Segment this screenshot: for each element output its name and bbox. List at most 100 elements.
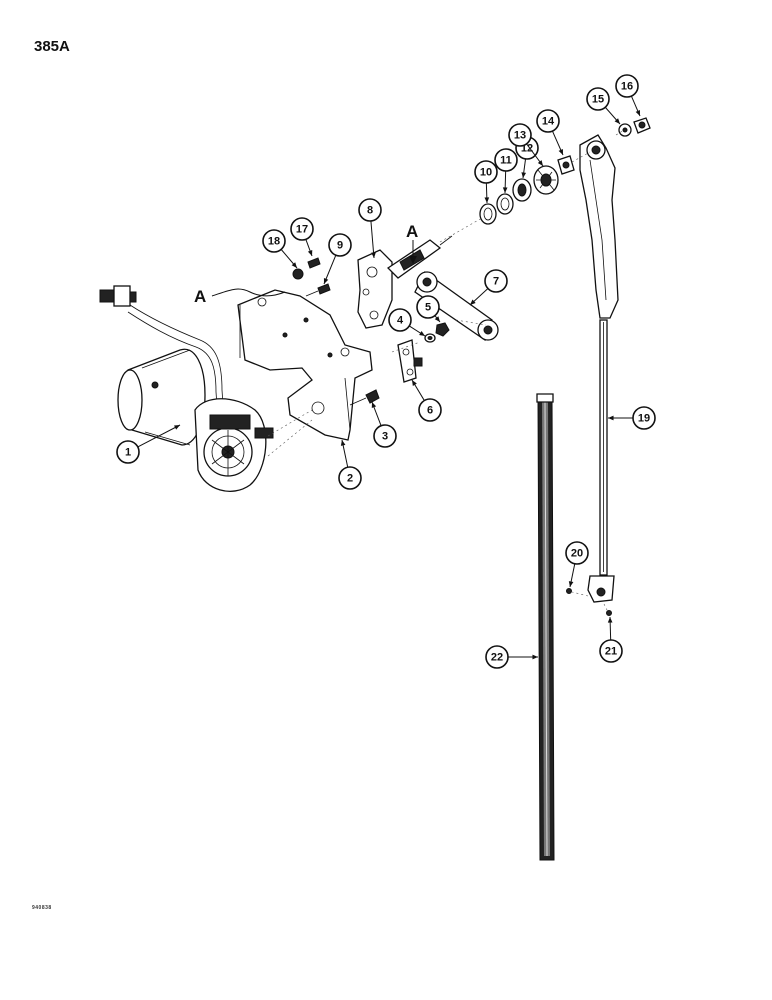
washer-4 — [424, 333, 436, 343]
callout-leader — [137, 424, 181, 448]
callout-17: 17 — [290, 217, 314, 257]
callout-number: 8 — [367, 205, 373, 217]
callout-arrowhead — [521, 172, 527, 178]
callout-2: 2 — [338, 439, 362, 490]
callout-arrowhead — [608, 415, 614, 421]
mounting-bracket — [237, 289, 373, 441]
alignment-lines — [267, 129, 625, 613]
wiring-harness — [99, 285, 225, 421]
washer-11 — [496, 193, 514, 215]
callout-number: 22 — [491, 652, 503, 664]
screw-9 — [305, 283, 331, 297]
callout-number: 3 — [382, 431, 388, 443]
callout-number: 19 — [638, 413, 650, 425]
callout-arrowhead — [635, 110, 640, 116]
callout-10: 10 — [474, 160, 498, 204]
callout-circle — [418, 398, 442, 422]
callout-circle — [474, 160, 498, 184]
washer-15 — [618, 123, 632, 137]
callout-14: 14 — [536, 109, 564, 156]
callout-1: 1 — [116, 424, 181, 464]
callout-number: 7 — [493, 276, 499, 288]
callout-19: 19 — [608, 406, 656, 430]
washer-17 — [307, 257, 321, 269]
callout-number: 9 — [337, 240, 343, 252]
callout-circle — [338, 466, 362, 490]
callout-number: 18 — [268, 236, 280, 248]
callout-arrowhead — [537, 160, 543, 166]
washer-18 — [292, 268, 304, 280]
callout-arrowhead — [484, 197, 490, 203]
callout-3: 3 — [371, 401, 397, 448]
section-letter: A — [406, 222, 418, 241]
callout-number: 16 — [621, 81, 633, 93]
callout-22: 22 — [485, 645, 538, 669]
callout-leader — [370, 220, 375, 259]
callout-18: 18 — [262, 229, 298, 269]
callout-circle — [388, 308, 412, 332]
callout-number: 6 — [427, 405, 433, 417]
page-title: 385A — [34, 38, 70, 55]
callout-16: 16 — [615, 74, 641, 117]
callout-arrowhead — [502, 187, 508, 193]
callout-circle — [484, 269, 508, 293]
cap-14 — [557, 155, 575, 175]
callout-number: 1 — [125, 447, 131, 459]
wiper-motor — [117, 348, 274, 492]
callout-circle — [632, 406, 656, 430]
nut-5 — [435, 322, 450, 337]
callout-arrowhead — [568, 581, 574, 587]
callout-number: 15 — [592, 94, 604, 106]
washer-10 — [479, 203, 497, 225]
callout-21: 21 — [599, 616, 623, 663]
callout-number: 17 — [296, 224, 308, 236]
callout-9: 9 — [323, 233, 352, 285]
callout-circle — [494, 148, 518, 172]
nut-16 — [633, 117, 651, 134]
callout-arrowhead — [340, 440, 346, 446]
electrical-connector — [99, 285, 137, 307]
callout-number: 4 — [397, 315, 404, 327]
callout-circle — [358, 198, 382, 222]
section-marker-a-left: A — [194, 287, 286, 306]
callout-5: 5 — [416, 295, 441, 323]
callout-number: 11 — [500, 155, 512, 167]
callout-number: 21 — [605, 646, 617, 658]
callout-number: 2 — [347, 473, 353, 485]
callout-11: 11 — [494, 148, 518, 194]
callout-circle — [536, 109, 560, 133]
callout-circle — [290, 217, 314, 241]
callout-arrowhead — [558, 149, 563, 155]
callout-6: 6 — [411, 379, 442, 422]
callout-circle — [116, 440, 140, 464]
callout-circle — [262, 229, 286, 253]
callout-arrowhead — [307, 250, 313, 256]
callout-arrowhead — [614, 118, 620, 124]
callout-arrowhead — [371, 252, 376, 258]
callout-circle — [416, 295, 440, 319]
callout-circle — [615, 74, 639, 98]
nut-12 — [512, 178, 532, 202]
callout-8: 8 — [358, 198, 382, 259]
callout-number: 5 — [425, 302, 431, 314]
callout-13: 13 — [508, 123, 544, 167]
callout-circle — [508, 123, 532, 147]
wiper-blade — [536, 393, 555, 861]
callout-arrowhead — [419, 331, 425, 336]
drive-link — [414, 271, 499, 342]
callout-arrowhead — [470, 299, 476, 305]
callout-7: 7 — [469, 269, 508, 306]
bushing-13 — [533, 165, 559, 195]
callout-arrowhead — [434, 316, 440, 322]
wiper-arm — [579, 134, 619, 603]
crank-arm — [397, 339, 423, 383]
callout-20: 20 — [565, 541, 589, 588]
clip-20 — [566, 588, 572, 594]
callout-circle — [565, 541, 589, 565]
callout-number: 10 — [480, 167, 492, 179]
callout-circle — [586, 87, 610, 111]
callout-arrowhead — [323, 278, 329, 284]
callout-circle — [485, 645, 509, 669]
